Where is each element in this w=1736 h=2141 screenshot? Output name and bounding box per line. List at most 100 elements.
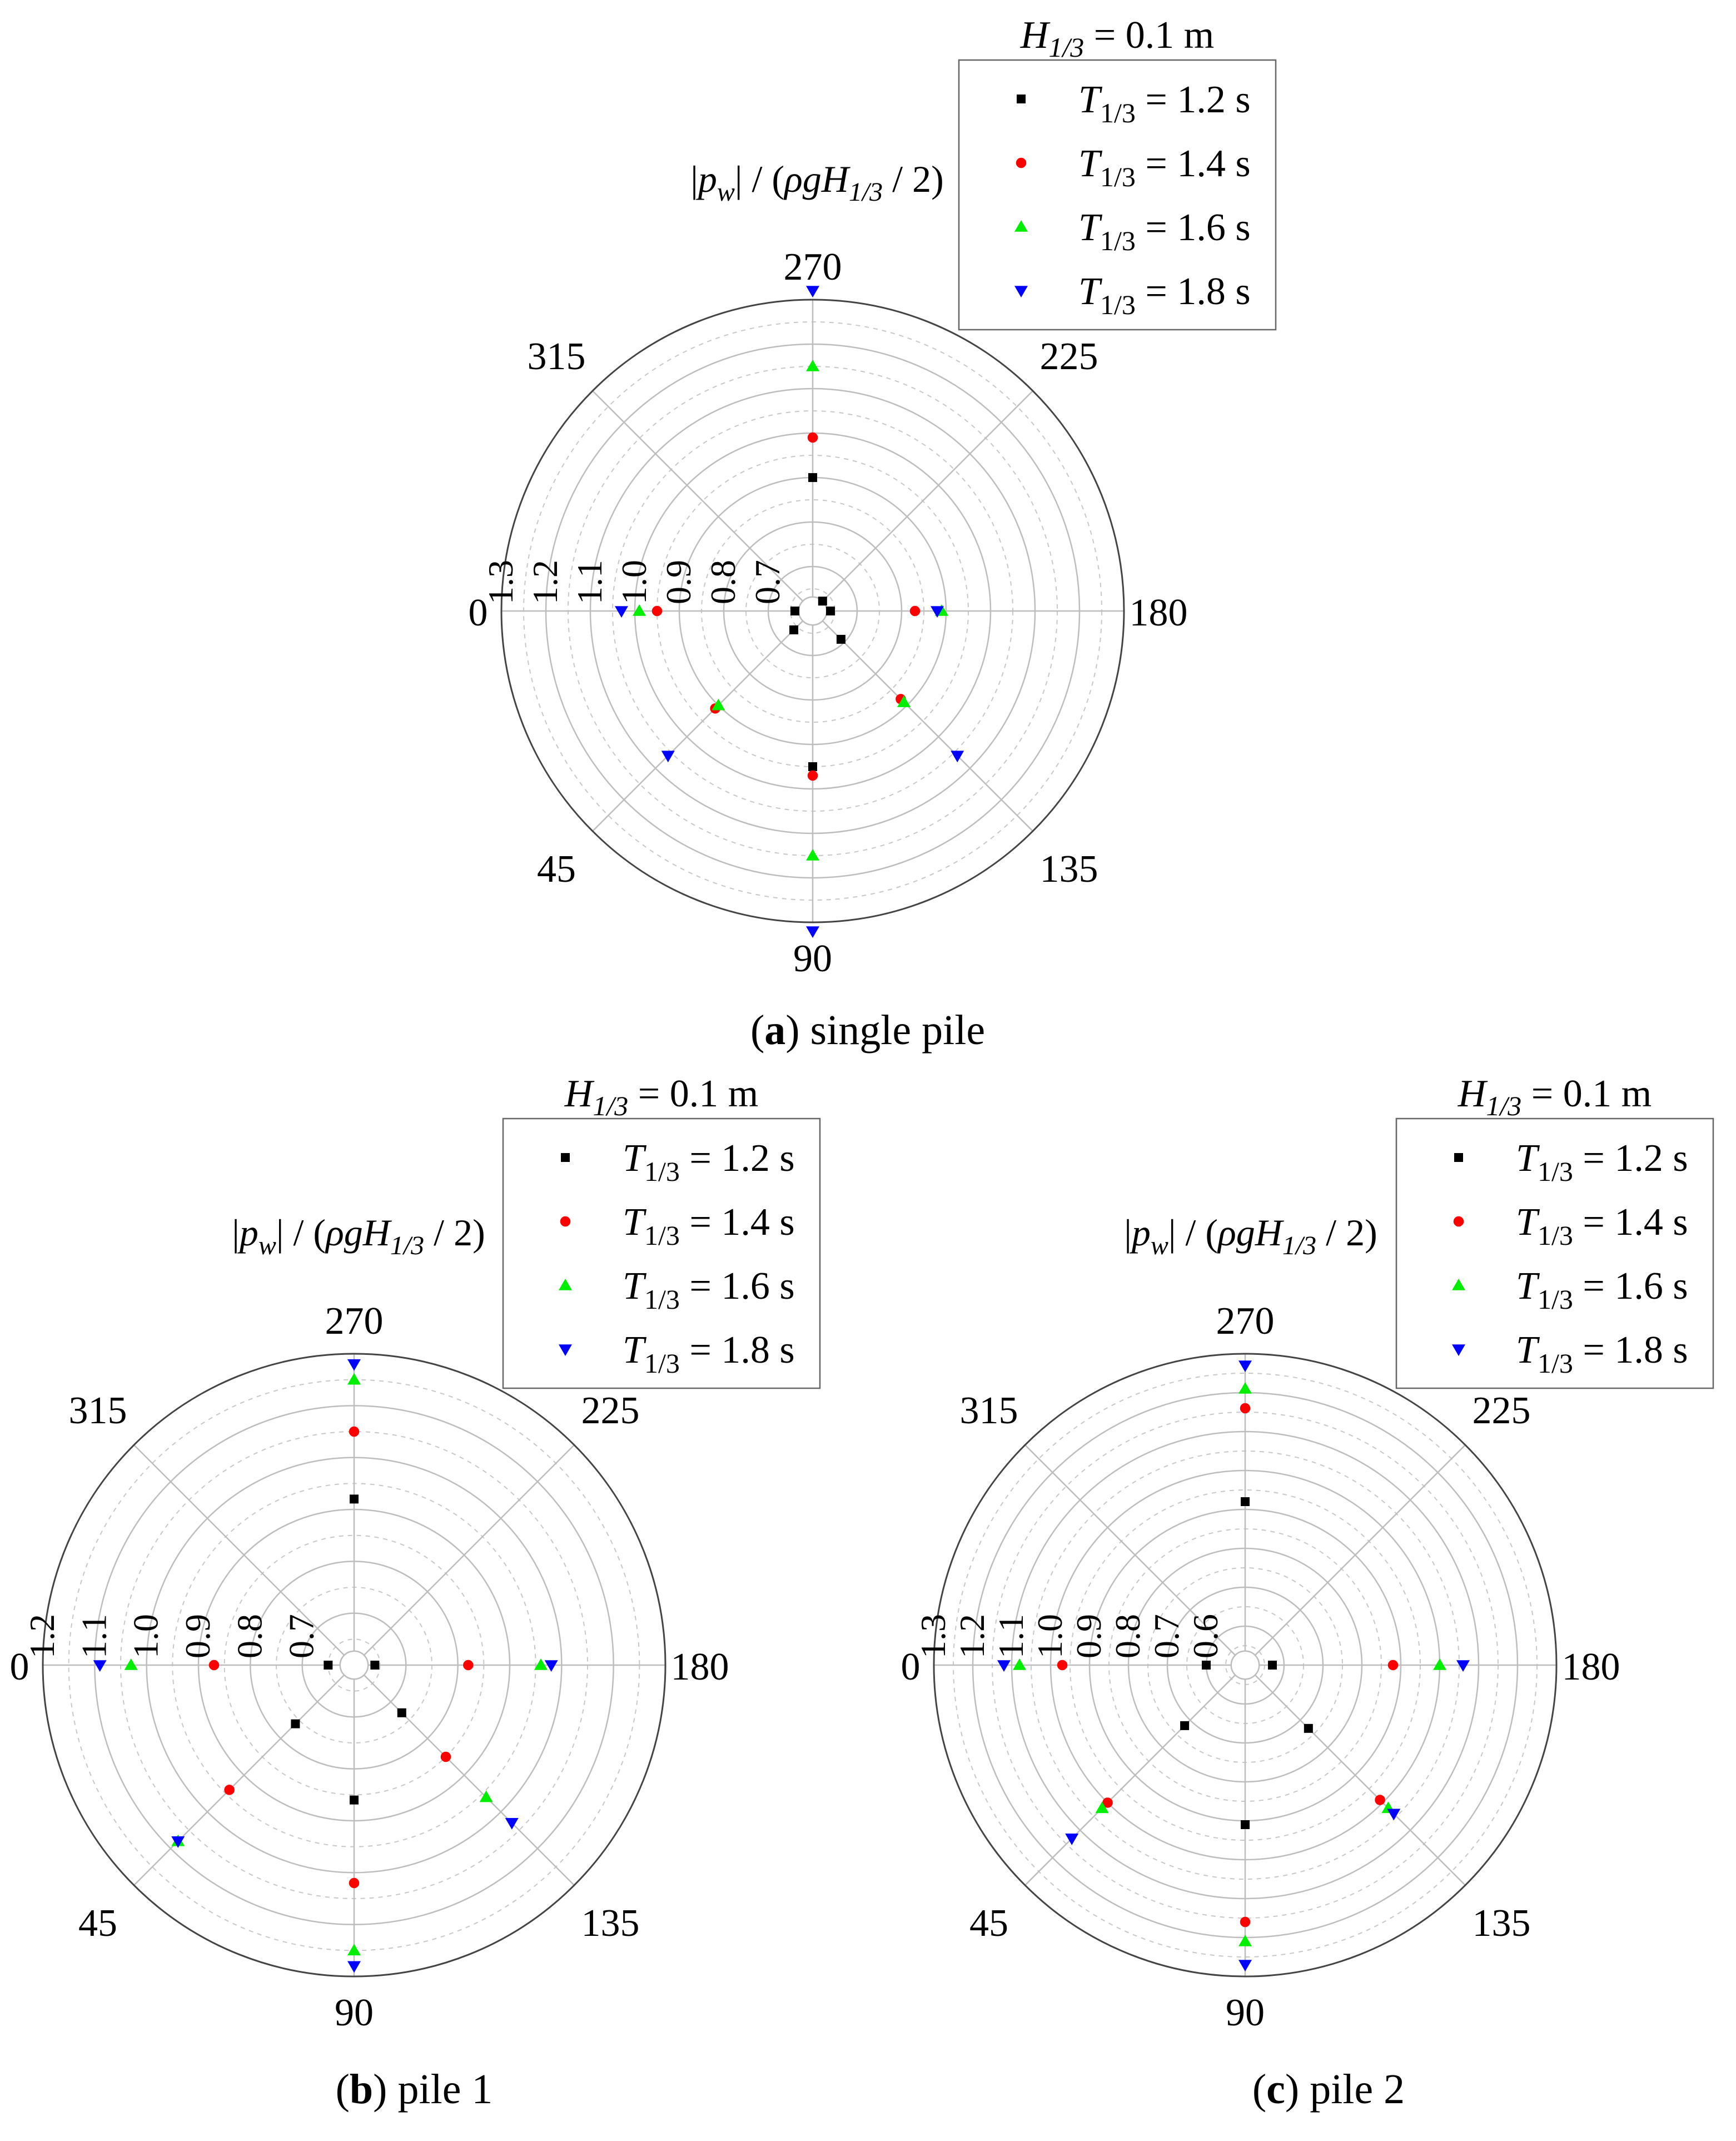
legend-marker — [560, 1216, 571, 1227]
data-point-circle — [1375, 1795, 1385, 1805]
data-point-triangle-down — [1387, 1809, 1401, 1821]
legend-box — [958, 59, 1277, 331]
legend-title: H1/3 = 0.1 m — [1020, 14, 1214, 63]
angle-tick-label-135: 135 — [581, 1902, 640, 1945]
data-point-triangle-down — [544, 1660, 558, 1672]
angle-tick-label-45: 45 — [78, 1902, 117, 1945]
radial-tick-label: 1.1 — [991, 1614, 1031, 1658]
angle-tick-label-315: 315 — [68, 1389, 127, 1432]
data-point-circle — [440, 1751, 451, 1762]
radial-tick-label: 1.2 — [952, 1614, 992, 1658]
data-point-triangle-down — [171, 1836, 185, 1848]
caption-c-letter: c — [1266, 2066, 1285, 2113]
data-point-square — [370, 1661, 380, 1670]
data-point-triangle-down — [997, 1660, 1011, 1672]
data-point-triangle-down — [1238, 1360, 1252, 1372]
radial-tick-label: 1.2 — [22, 1614, 62, 1658]
caption-a-text: ) single pile — [785, 1007, 986, 1054]
data-point-square — [808, 473, 817, 482]
spoke-line — [592, 620, 804, 832]
angle-tick-label-225: 225 — [581, 1389, 640, 1432]
data-point-triangle-up — [347, 1944, 361, 1956]
legend-entry-label: T1/3 = 1.2 s — [623, 1137, 795, 1187]
radial-tick-label: 0.6 — [1186, 1614, 1225, 1658]
spoke-line — [133, 1444, 345, 1656]
legend-marker — [1016, 157, 1027, 168]
radial-tick-label: 1.1 — [570, 560, 609, 604]
angle-tick-label-0: 0 — [901, 1646, 921, 1688]
radial-tick-label: 0.9 — [178, 1614, 217, 1658]
data-point-triangle-down — [93, 1660, 107, 1672]
radial-tick-label: 1.0 — [614, 560, 654, 604]
radial-tick-label: 1.2 — [525, 560, 565, 604]
panel-c-pile-2: 045901351802252703150.60.70.80.91.01.11.… — [901, 1072, 1714, 2034]
legend-title: H1/3 = 0.1 m — [1458, 1072, 1652, 1121]
data-point-triangle-down — [951, 751, 964, 763]
data-point-circle — [651, 605, 663, 617]
data-point-circle — [807, 770, 818, 781]
data-point-triangle-down — [806, 926, 819, 938]
angle-tick-label-90: 90 — [793, 937, 832, 980]
radial-tick-label: 1.3 — [481, 560, 520, 604]
legend-title: H1/3 = 0.1 m — [564, 1072, 758, 1121]
data-point-square — [350, 1494, 359, 1504]
data-point-triangle-up — [712, 698, 725, 711]
data-point-triangle-down — [347, 1961, 361, 1973]
radial-tick-label: 1.1 — [74, 1614, 113, 1658]
legend-box — [1395, 1117, 1714, 1389]
data-point-circle — [1057, 1660, 1068, 1671]
data-point-circle — [1240, 1916, 1251, 1928]
data-point-triangle-up — [1095, 1801, 1109, 1814]
legend-entry-label: T1/3 = 1.4 s — [1078, 142, 1251, 192]
caption-b-text: ) pile 1 — [373, 2066, 493, 2113]
angle-tick-label-270: 270 — [325, 1300, 384, 1343]
radial-axis-title: |pw| / (ρgH1/3 / 2) — [1124, 1211, 1377, 1260]
outer-axis-circle — [500, 299, 1125, 923]
spoke-line — [363, 1674, 575, 1886]
legend-marker — [559, 1279, 572, 1290]
legend-marker — [1014, 220, 1028, 232]
angle-tick-label-135: 135 — [1040, 848, 1098, 891]
data-point-triangle-down — [661, 751, 675, 763]
angle-tick-label-45: 45 — [537, 848, 576, 891]
angle-tick-label-270: 270 — [1216, 1300, 1275, 1343]
data-point-circle — [1387, 1660, 1399, 1671]
radial-tick-label: 0.8 — [1108, 1614, 1147, 1658]
spoke-line — [1024, 1444, 1236, 1656]
angle-tick-label-90: 90 — [1226, 1991, 1265, 2034]
radial-tick-label: 0.8 — [230, 1614, 269, 1658]
data-point-square — [826, 607, 835, 615]
data-point-square — [808, 762, 817, 771]
angle-tick-label-180: 180 — [1562, 1646, 1620, 1688]
data-point-triangle-down — [347, 1359, 361, 1371]
data-point-triangle-down — [1065, 1834, 1079, 1845]
spoke-line — [133, 1674, 345, 1886]
data-point-triangle-up — [1238, 1935, 1252, 1946]
legend-marker — [561, 1153, 570, 1162]
angle-tick-label-135: 135 — [1473, 1902, 1531, 1945]
caption-b-letter: b — [349, 2066, 374, 2113]
angle-tick-label-180: 180 — [671, 1646, 729, 1688]
legend-entry-label: T1/3 = 1.6 s — [623, 1265, 795, 1315]
legend-entry-label: T1/3 = 1.4 s — [1516, 1201, 1688, 1251]
legend-marker — [1454, 1153, 1463, 1162]
data-point-square — [350, 1795, 359, 1805]
legend-entry-label: T1/3 = 1.2 s — [1078, 78, 1251, 128]
data-point-circle — [1240, 1403, 1251, 1414]
data-point-square — [1241, 1497, 1250, 1506]
data-point-triangle-up — [1238, 1382, 1252, 1394]
caption-a-letter: a — [764, 1007, 786, 1054]
angle-tick-label-315: 315 — [959, 1389, 1018, 1432]
legend-entry-label: T1/3 = 1.8 s — [1516, 1329, 1688, 1379]
legend-entry-label: T1/3 = 1.8 s — [1078, 270, 1251, 320]
panel-a-single-pile: 045901351802252703150.70.80.91.01.11.21.… — [469, 14, 1277, 980]
caption-a: (a) single pile — [750, 1007, 986, 1054]
angle-tick-label-270: 270 — [784, 246, 842, 289]
data-point-triangle-down — [806, 286, 819, 297]
data-point-triangle-down — [1456, 1660, 1470, 1672]
spoke-line — [822, 620, 1033, 832]
legend-marker — [1452, 1344, 1465, 1356]
outer-axis-circle — [42, 1353, 666, 1978]
data-point-square — [1268, 1661, 1277, 1670]
data-point-triangle-up — [479, 1790, 493, 1802]
